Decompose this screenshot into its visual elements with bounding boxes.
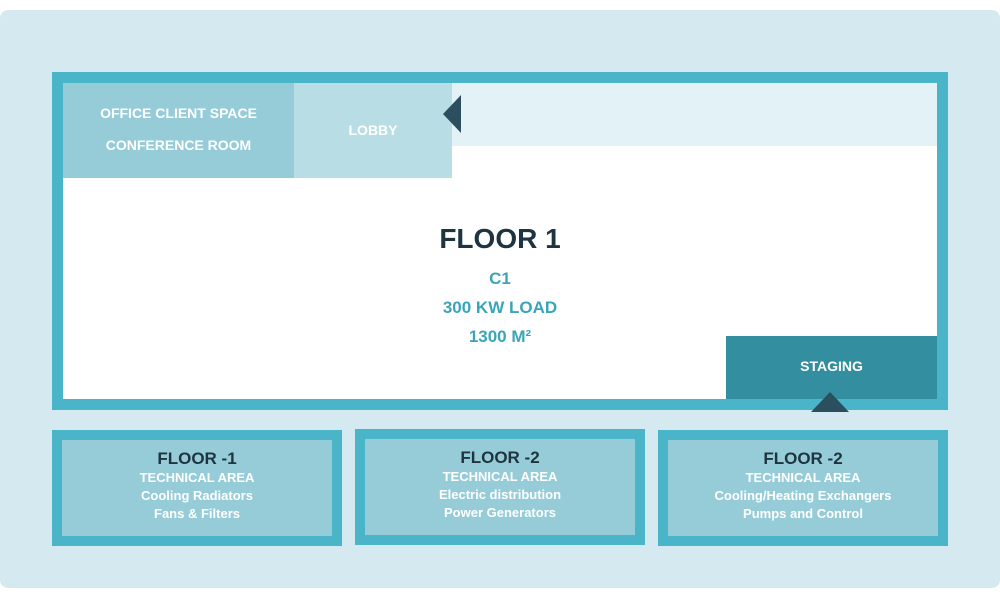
floor-1-plan: OFFICE CLIENT SPACE CONFERENCE ROOM LOBB… — [63, 83, 937, 399]
floor-minus-2-electric-card: FLOOR -2 TECHNICAL AREA Electric distrib… — [355, 429, 645, 545]
floor-1-code: C1 — [489, 269, 511, 288]
diagram-canvas: OFFICE CLIENT SPACE CONFERENCE ROOM LOBB… — [0, 10, 1000, 588]
floor-1-area: 1300 M² — [468, 327, 532, 346]
staging-block: STAGING — [726, 336, 937, 399]
floor-minus-1-card: FLOOR -1 TECHNICAL AREA Cooling Radiator… — [52, 430, 342, 546]
lobby-block: LOBBY — [294, 83, 452, 178]
corridor-area — [452, 83, 937, 146]
floor-minus-2-cooling-line-1: TECHNICAL AREA — [745, 470, 861, 485]
floor-1-load: 300 KW LOAD — [442, 298, 558, 317]
floor-1-title: FLOOR 1 — [439, 223, 561, 254]
floor-minus-2-cooling-line-3: Pumps and Control — [743, 506, 863, 521]
floor-minus-1-line-3: Fans & Filters — [154, 506, 240, 521]
floor-minus-2-electric-line-1: TECHNICAL AREA — [442, 469, 558, 484]
floor-1-frame: OFFICE CLIENT SPACE CONFERENCE ROOM LOBB… — [52, 72, 948, 410]
office-client-space-label: OFFICE CLIENT SPACE — [100, 105, 257, 121]
conference-room-label: CONFERENCE ROOM — [105, 137, 252, 153]
office-client-space-block: OFFICE CLIENT SPACE CONFERENCE ROOM — [63, 83, 294, 178]
staging-entry-arrow-icon — [811, 392, 849, 412]
lobby-label: LOBBY — [348, 122, 398, 138]
floor-minus-2-electric-line-2: Electric distribution — [438, 487, 562, 502]
floor-minus-2-electric-panel: FLOOR -2 TECHNICAL AREA Electric distrib… — [365, 439, 635, 535]
floor-minus-1-line-1: TECHNICAL AREA — [139, 470, 255, 485]
floor-minus-2-electric-title: FLOOR -2 — [460, 448, 540, 467]
floor-minus-2-cooling-title: FLOOR -2 — [763, 449, 843, 468]
floor-minus-1-panel: FLOOR -1 TECHNICAL AREA Cooling Radiator… — [62, 440, 332, 536]
floor-minus-2-cooling-line-2: Cooling/Heating Exchangers — [714, 488, 892, 503]
floor-minus-2-cooling-card: FLOOR -2 TECHNICAL AREA Cooling/Heating … — [658, 430, 948, 546]
floor-minus-1-title: FLOOR -1 — [157, 449, 237, 468]
floor-minus-2-cooling-panel: FLOOR -2 TECHNICAL AREA Cooling/Heating … — [668, 440, 938, 536]
floor-minus-1-line-2: Cooling Radiators — [141, 488, 253, 503]
lobby-entry-arrow-icon — [443, 95, 461, 133]
floor-minus-2-electric-line-3: Power Generators — [444, 505, 556, 520]
staging-label: STAGING — [800, 358, 863, 374]
